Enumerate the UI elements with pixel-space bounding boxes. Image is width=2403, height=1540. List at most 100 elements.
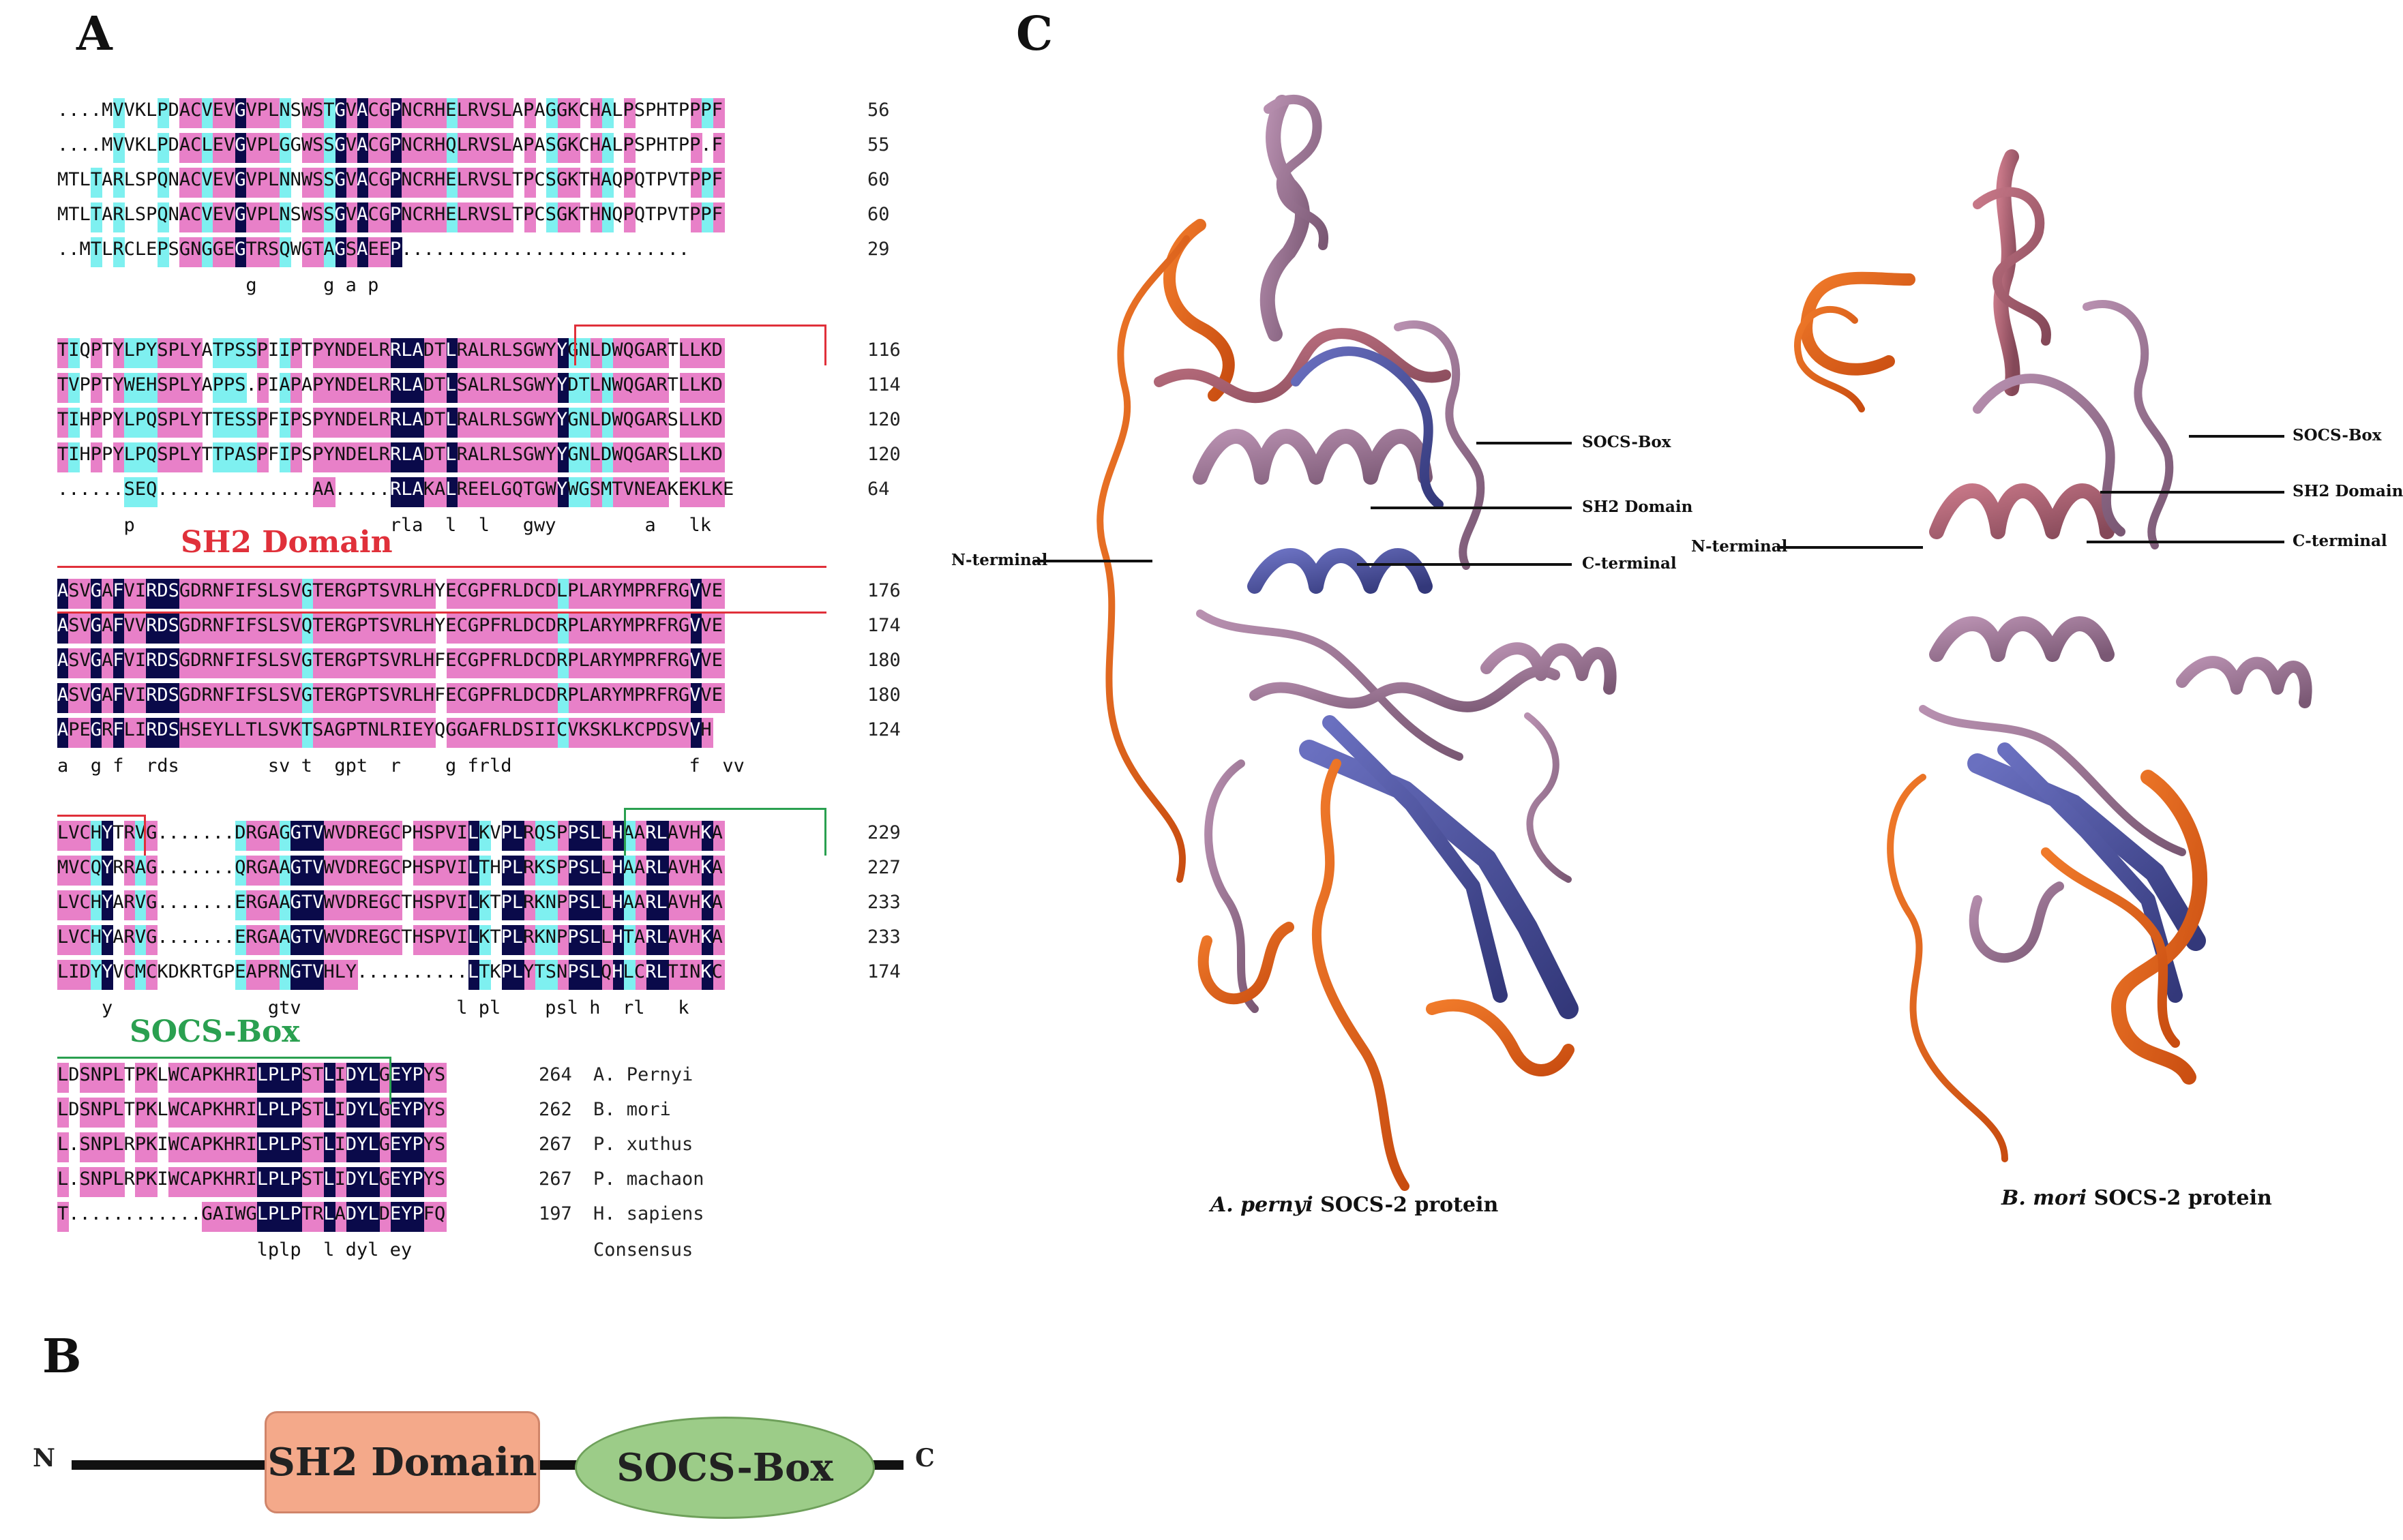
alignment-highlight-cell (557, 925, 569, 955)
alignment-highlight-cell (446, 373, 458, 403)
alignment-highlight-cell (379, 925, 391, 955)
alignment-highlight-cell (423, 477, 436, 507)
alignment-highlight-cell (257, 1063, 269, 1093)
alignment-highlight-cell (157, 338, 169, 368)
alignment-consensus-row: p rla l l gwy a lk (57, 515, 712, 536)
alignment-highlight-cell (57, 856, 69, 886)
alignment-highlight-cell (423, 1098, 436, 1128)
alignment-highlight-cell (324, 648, 336, 678)
alignment-highlight-cell (557, 442, 569, 472)
alignment-highlight-cell (668, 890, 681, 920)
alignment-highlight-cell (713, 98, 725, 128)
alignment-highlight-cell (301, 1063, 314, 1093)
alignment-highlight-cell (213, 579, 225, 609)
alignment-highlight-cell (268, 1098, 280, 1128)
alignment-highlight-cell (402, 442, 414, 472)
alignment-highlight-cell (624, 442, 636, 472)
alignment-highlight-cell (246, 1132, 258, 1162)
alignment-highlight-cell (601, 683, 614, 713)
alignment-highlight-cell (79, 960, 91, 990)
alignment-highlight-cell (324, 477, 336, 507)
alignment-highlight-cell (102, 614, 114, 644)
alignment-sequence-row: MTLTARLSPQNACVEVGVPLNSWSSGVACGPNCRHELRVS… (57, 204, 723, 225)
alignment-highlight-cell (557, 98, 569, 128)
alignment-highlight-cell (224, 579, 236, 609)
alignment-highlight-cell (646, 338, 658, 368)
alignment-highlight-cell (413, 1098, 425, 1128)
alignment-highlight-cell (557, 579, 569, 609)
alignment-highlight-cell (257, 1098, 269, 1128)
alignment-highlight-cell (502, 856, 513, 886)
alignment-highlight-cell (546, 98, 558, 128)
alignment-highlight-cell (691, 98, 703, 128)
alignment-highlight-cell (391, 1063, 402, 1093)
alignment-highlight-cell (524, 856, 536, 886)
alignment-highlight-cell (601, 98, 614, 128)
alignment-highlight-cell (402, 1167, 414, 1197)
alignment-highlight-cell (413, 373, 425, 403)
alignment-highlight-cell (57, 1202, 69, 1232)
alignment-highlight-cell (713, 821, 725, 851)
alignment-highlight-cell (691, 202, 703, 232)
alignment-position-number: 176 (867, 580, 901, 601)
alignment-highlight-cell (535, 718, 547, 748)
alignment-highlight-cell (157, 718, 169, 748)
alignment-highlight-cell (613, 579, 625, 609)
alignment-highlight-cell (90, 579, 102, 609)
alignment-highlight-cell (524, 442, 536, 472)
alignment-highlight-cell (413, 338, 425, 368)
alignment-highlight-cell (201, 1132, 213, 1162)
alignment-highlight-cell (624, 925, 636, 955)
alignment-highlight-cell (468, 718, 481, 748)
alignment-highlight-cell (312, 821, 325, 851)
alignment-highlight-cell (280, 890, 291, 920)
alignment-highlight-cell (624, 168, 636, 198)
alignment-highlight-cell (357, 718, 370, 748)
alignment-highlight-cell (691, 442, 703, 472)
alignment-highlight-cell (246, 683, 258, 713)
alignment-highlight-cell (135, 442, 147, 472)
alignment-highlight-cell (290, 1098, 303, 1128)
alignment-highlight-cell (691, 614, 703, 644)
panel-b-label: B (42, 1329, 82, 1384)
alignment-highlight-cell (68, 648, 80, 678)
alignment-highlight-cell (368, 442, 380, 472)
alignment-highlight-cell (490, 718, 503, 748)
alignment-highlight-cell (368, 579, 380, 609)
alignment-highlight-cell (246, 1063, 258, 1093)
alignment-highlight-cell (635, 821, 647, 851)
alignment-highlight-cell (113, 133, 125, 163)
alignment-highlight-cell (257, 1202, 269, 1232)
alignment-highlight-cell (346, 1063, 358, 1093)
alignment-highlight-cell (179, 237, 192, 267)
alignment-highlight-cell (601, 202, 614, 232)
alignment-highlight-cell (301, 133, 314, 163)
alignment-highlight-cell (557, 648, 569, 678)
alignment-highlight-cell (246, 1202, 258, 1232)
alignment-highlight-cell (513, 338, 525, 368)
alignment-highlight-cell (79, 890, 91, 920)
alignment-highlight-cell (335, 890, 347, 920)
alignment-highlight-cell (423, 718, 436, 748)
alignment-highlight-cell (613, 890, 625, 920)
alignment-highlight-cell (301, 718, 314, 748)
alignment-sequence-row: ..MTLRCLEPSGNGGEGTRSQWGTAGSAEEP.........… (57, 239, 690, 260)
alignment-sequence-row: LDSNPLTPKLWCAPKHRILPLPSTLIDYLGEYPYS (57, 1099, 446, 1120)
alignment-highlight-cell (591, 338, 603, 368)
alignment-highlight-cell (335, 648, 347, 678)
alignment-highlight-cell (457, 579, 469, 609)
alignment-highlight-cell (446, 856, 458, 886)
alignment-highlight-cell (213, 1202, 225, 1232)
alignment-highlight-cell (502, 133, 513, 163)
alignment-highlight-cell (591, 890, 603, 920)
alignment-highlight-cell (691, 168, 703, 198)
alignment-highlight-cell (235, 1202, 247, 1232)
alignment-highlight-cell (402, 1202, 414, 1232)
alignment-highlight-cell (157, 579, 169, 609)
alignment-highlight-cell (102, 960, 114, 990)
alignment-highlight-cell (713, 614, 725, 644)
alignment-highlight-cell (312, 338, 325, 368)
alignment-highlight-cell (413, 1202, 425, 1232)
alignment-position-number: 267 (539, 1168, 572, 1190)
alignment-highlight-cell (324, 373, 336, 403)
